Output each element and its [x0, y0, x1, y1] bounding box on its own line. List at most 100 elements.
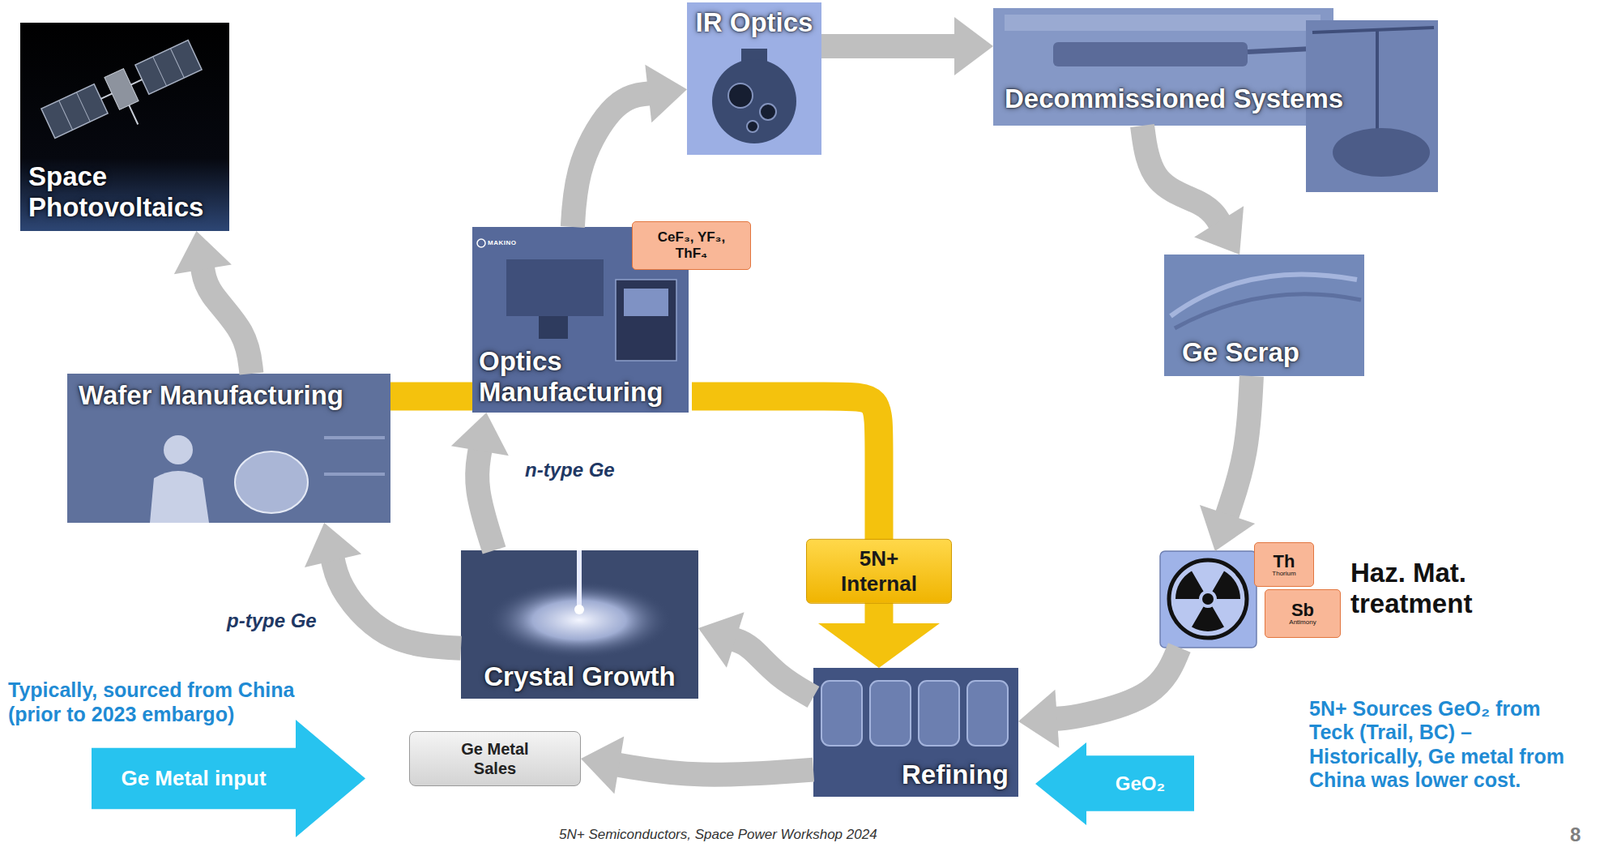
illustration-part	[728, 83, 753, 108]
illustration-part	[67, 373, 391, 523]
illustration-part	[41, 84, 108, 139]
flow-label: p-type Ge	[226, 609, 317, 632]
illustration-part	[623, 288, 669, 316]
illustration-part	[813, 667, 1019, 797]
arrow-shaft	[1142, 125, 1220, 222]
arrow-shaft	[202, 268, 252, 374]
node-label: Sb	[1291, 600, 1315, 619]
illustration-part	[1212, 570, 1242, 599]
illustration-part	[1175, 570, 1204, 599]
illustration-part	[170, 48, 184, 78]
node-label: Space Photovoltaics	[28, 161, 225, 223]
arrow-shaft	[1056, 647, 1180, 719]
arrow-head	[451, 412, 509, 456]
source-note: 5N+ Sources GeO₂ from Teck (Trail, BC) –…	[1309, 696, 1585, 792]
arrow-head	[698, 611, 745, 668]
node-sublabel: Thorium	[1271, 570, 1296, 578]
photo-box: Decommissioned Systems	[993, 8, 1366, 126]
illustration-part	[1174, 294, 1362, 329]
arrow-head	[1018, 689, 1059, 748]
internal-flow-arrow	[691, 396, 940, 668]
illustration-part	[1160, 550, 1257, 648]
input-arrow: Ge Metal input	[91, 719, 366, 837]
material-tag: CeF₃, YF₃, ThF₄	[631, 221, 751, 270]
illustration-part	[538, 315, 568, 339]
illustration-part	[1164, 254, 1365, 376]
footer-caption: 5N+ Semiconductors, Space Power Workshop…	[558, 826, 878, 843]
flow-arrow	[1018, 647, 1180, 748]
flow-label: n-type Ge	[524, 458, 615, 482]
illustration-part	[135, 40, 202, 95]
arrow-head	[580, 735, 624, 794]
logo-text: MAKINO	[487, 238, 517, 247]
arrow-head	[1199, 504, 1255, 551]
arrow-outline	[1035, 742, 1195, 825]
ir-optics-photo	[686, 2, 822, 155]
photo-box: Refining	[813, 667, 1019, 797]
illustration-part	[686, 2, 822, 155]
page-number: 8	[1570, 823, 1581, 846]
illustration-part	[324, 472, 385, 476]
arrow-shaft	[572, 93, 649, 227]
arrow-shape	[1035, 742, 1195, 825]
ge-scrap-photo	[1164, 254, 1365, 376]
arrow-head	[1194, 205, 1244, 255]
illustration-part	[234, 451, 308, 513]
illustration-part	[153, 56, 167, 86]
flow-arrow	[304, 522, 461, 649]
node-label: Optics Manufacturing	[478, 345, 686, 408]
illustration-part	[128, 105, 138, 125]
node-label: CeF₃, YF₃, ThF₄	[644, 229, 739, 263]
illustration-part	[746, 120, 759, 133]
illustration-part	[574, 604, 585, 615]
node-label: Refining	[901, 759, 1009, 790]
photo-box: Crystal Growth	[460, 550, 699, 699]
arrow-shaft	[1227, 375, 1252, 515]
illustration-part	[1053, 42, 1248, 67]
illustration-part	[1332, 128, 1430, 177]
node-label: Decommissioned Systems	[1004, 83, 1344, 115]
illustration-part	[821, 680, 862, 746]
flow-arrow	[821, 17, 994, 76]
flow-arrow	[1199, 375, 1255, 551]
illustration-part	[918, 680, 960, 746]
illustration-part	[1202, 593, 1214, 605]
arrow-shaft	[332, 559, 461, 649]
flow-arrow	[451, 412, 509, 551]
arrow-head	[174, 230, 232, 274]
illustration-part	[1191, 606, 1225, 632]
hazard-box: Haz. Mat. treatment	[1160, 550, 1257, 648]
illustration-part	[1312, 27, 1434, 33]
arrow-shaft	[390, 381, 473, 410]
node-label: Crystal Growth	[483, 661, 676, 692]
arrow-shaft	[734, 639, 814, 697]
decommissioned-photo	[993, 8, 1438, 192]
flow-arrow	[174, 230, 252, 374]
flow-arrow	[1142, 125, 1244, 255]
element-tag: SbAntimony	[1264, 588, 1341, 638]
illustration-part	[104, 68, 139, 111]
node-sublabel: Antimony	[1288, 618, 1316, 627]
node-label: Wafer Manufacturing	[78, 379, 344, 411]
photo-box: Wafer Manufacturing	[67, 373, 391, 523]
illustration-part	[759, 103, 777, 120]
photo-box: Space Photovoltaics	[20, 22, 233, 231]
illustration-part	[1004, 14, 1321, 31]
node-label: Ge Scrap	[1181, 337, 1300, 368]
illustration-part	[1375, 30, 1379, 130]
element-tag: ThThorium	[1254, 541, 1315, 587]
illustration-part	[149, 470, 210, 523]
illustration-part	[76, 92, 90, 122]
hazard-symbol	[1160, 550, 1257, 648]
photo-box: Ge Scrap	[1164, 254, 1365, 376]
illustration-part	[712, 59, 797, 144]
illustration-part	[1169, 559, 1247, 638]
crystal-photo	[460, 550, 699, 699]
illustration-part	[40, 38, 212, 159]
arrow-shaft	[821, 34, 956, 59]
node-label: Ge Metal input	[120, 765, 266, 791]
cleanroom-photo	[67, 373, 391, 523]
furnace-photo	[813, 667, 1019, 797]
illustration-part	[324, 435, 385, 440]
